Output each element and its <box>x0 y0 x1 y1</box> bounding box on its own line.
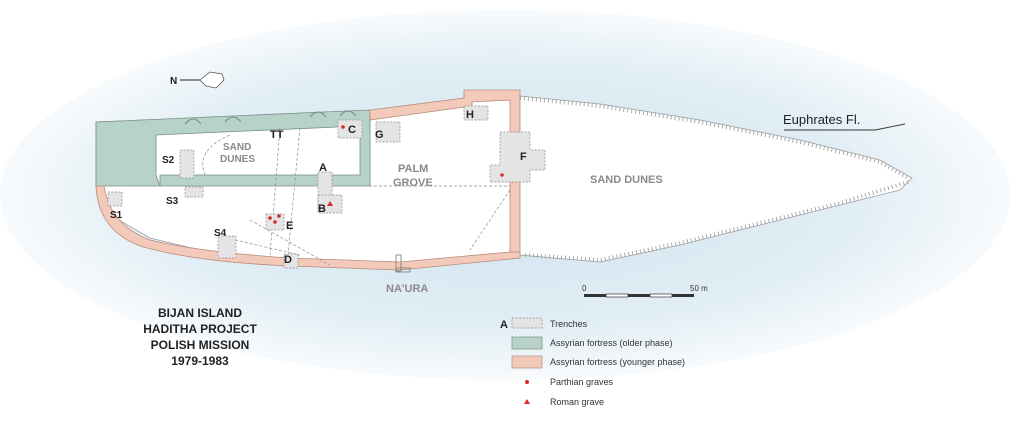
green-wall-bumps <box>184 110 357 125</box>
legend-younger-swatch <box>511 355 543 369</box>
parthian-graves <box>268 125 504 224</box>
river-flow-arrow <box>784 123 906 131</box>
trench-label-S2: S2 <box>162 155 175 166</box>
roman-grave <box>327 201 333 206</box>
trench-D <box>283 253 299 269</box>
island-locator-icon <box>199 71 225 89</box>
trench-label-C: C <box>348 124 356 136</box>
trenches <box>107 105 546 269</box>
label-palm-grove-1: PALM <box>398 163 428 175</box>
naura-base <box>395 267 411 273</box>
parthian-grave <box>341 125 345 129</box>
legend: A Trenches Assyrian fortress (older phas… <box>500 317 685 407</box>
parthian-grave <box>268 216 272 220</box>
dashed-boundaries <box>202 120 511 266</box>
scale-bar: 0 50 m <box>582 284 708 298</box>
trench-H <box>463 105 489 121</box>
north-arrow: N <box>170 71 225 89</box>
parthian-grave <box>277 214 281 218</box>
river-label: Euphrates Fl. <box>783 112 860 127</box>
younger-phase-wall-south <box>95 185 521 271</box>
trench-S3 <box>184 186 204 198</box>
trench-F <box>489 131 546 183</box>
legend-parthian-text: Parthian graves <box>550 377 614 387</box>
trench-S2 <box>179 149 195 179</box>
trench-C <box>337 119 363 139</box>
trench-S1 <box>107 191 123 207</box>
legend-younger-text: Assyrian fortress (younger phase) <box>550 357 685 367</box>
trench-label-S4: S4 <box>214 228 227 239</box>
trench-label-TT: TT <box>270 129 284 141</box>
title-block: BIJAN ISLAND HADITHA PROJECT POLISH MISS… <box>143 306 257 368</box>
scale-start: 0 <box>582 284 587 293</box>
label-sand-dunes-west-1: SAND <box>223 142 251 153</box>
trench-label-E: E <box>286 220 293 232</box>
title-line3: POLISH MISSION <box>151 338 250 352</box>
label-palm-grove-2: GROVE <box>393 177 433 189</box>
label-naura: NA'URA <box>386 283 428 295</box>
title-line4: 1979-1983 <box>171 354 229 368</box>
trench-label-B: B <box>318 203 326 215</box>
legend-roman-icon <box>524 399 530 404</box>
trench-label-A: A <box>319 162 327 174</box>
title-line2: HADITHA PROJECT <box>143 322 257 336</box>
parthian-grave <box>500 173 504 177</box>
title-line1: BIJAN ISLAND <box>158 306 242 320</box>
naura-structure <box>395 254 402 272</box>
trench-label-G: G <box>375 129 384 141</box>
trench-label-F: F <box>520 151 527 163</box>
label-sand-dunes-east: SAND DUNES <box>590 174 663 186</box>
trench-label-H: H <box>466 109 474 121</box>
trench-label-S3: S3 <box>166 196 179 207</box>
legend-older-swatch <box>511 336 543 350</box>
legend-older-text: Assyrian fortress (older phase) <box>550 338 673 348</box>
legend-trench-letter: A <box>500 319 508 331</box>
north-letter: N <box>170 76 177 87</box>
scale-end: 50 m <box>690 284 708 293</box>
trench-S4 <box>217 235 237 259</box>
legend-roman-text: Roman grave <box>550 397 604 407</box>
trench-G <box>375 121 401 143</box>
legend-parthian-icon <box>525 380 529 384</box>
trench-label-S1: S1 <box>110 210 123 221</box>
label-sand-dunes-west-2: DUNES <box>220 154 255 165</box>
legend-trench-swatch <box>511 317 543 329</box>
legend-trench-text: Trenches <box>550 319 588 329</box>
parthian-grave <box>273 220 277 224</box>
older-phase-fortress <box>95 109 371 187</box>
trench-label-D: D <box>284 254 292 266</box>
shore-hatch <box>519 96 909 180</box>
